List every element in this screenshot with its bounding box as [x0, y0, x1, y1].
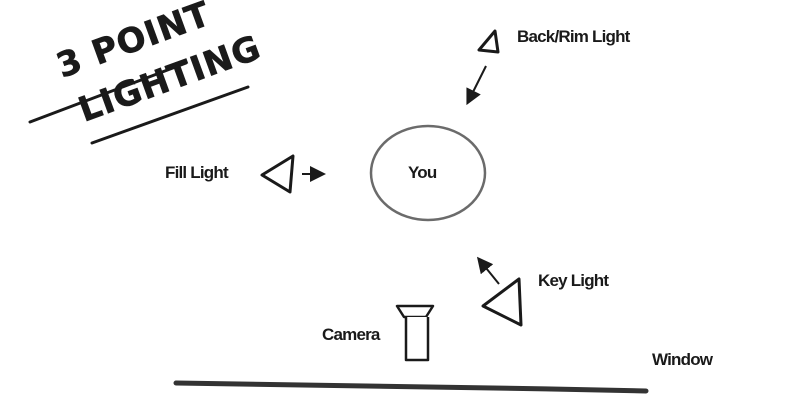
back-light-icon	[477, 29, 500, 54]
key-light-arrow	[476, 256, 500, 285]
back-light-arrow	[466, 65, 487, 106]
camera-icon	[395, 304, 435, 362]
you-label: You	[408, 163, 437, 182]
window-line	[173, 380, 649, 394]
camera-label: Camera	[322, 325, 380, 344]
fill-light-icon	[260, 154, 295, 194]
subject-circle	[369, 124, 487, 222]
title-underline-1	[28, 61, 188, 124]
title-group: 3 POINT LIGHTING	[28, 0, 267, 145]
key-light-icon	[481, 277, 523, 327]
back-rim-light-label: Back/Rim Light	[517, 27, 630, 46]
fill-light-label: Fill Light	[165, 163, 229, 182]
window-label: Window	[652, 350, 713, 369]
title-underline-2	[90, 85, 250, 145]
key-light-label: Key Light	[538, 271, 609, 290]
